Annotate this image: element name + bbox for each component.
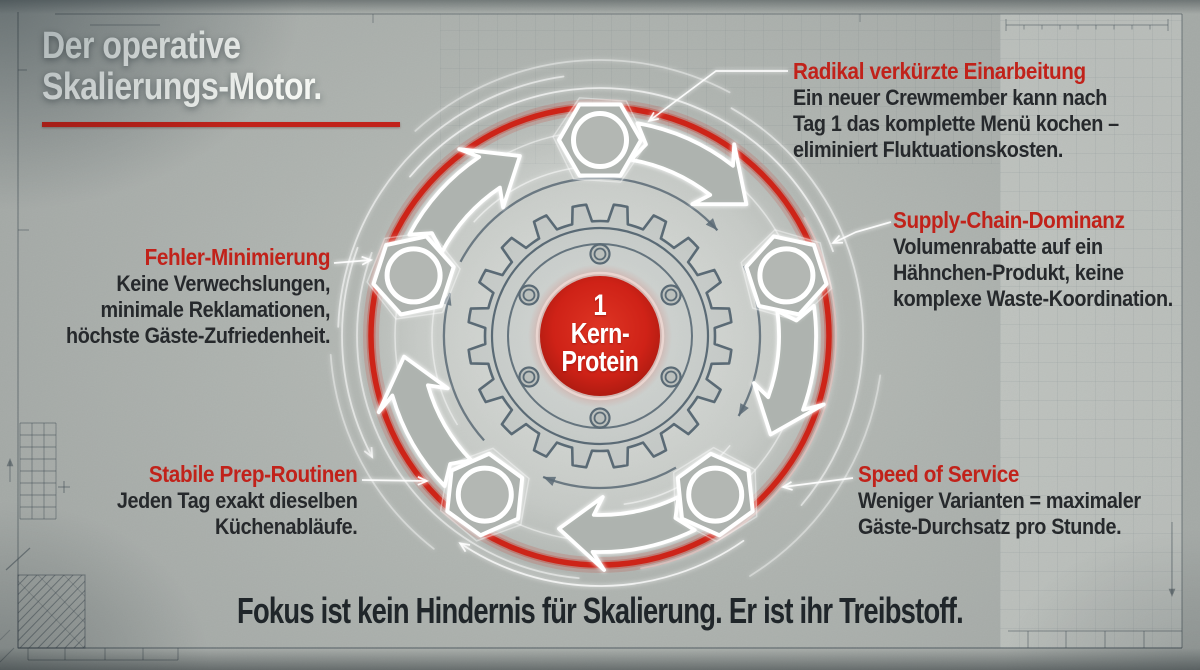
callout-line: komplexe Waste-Koordination. bbox=[893, 286, 1173, 311]
callout-heading: Speed of Service bbox=[858, 461, 1020, 487]
bottom-tagline: Fokus ist kein Hindernis für Skalierung.… bbox=[237, 590, 964, 631]
callout-line: Gäste-Durchsatz pro Stunde. bbox=[858, 514, 1122, 539]
callout-line: Jeden Tag exakt dieselben bbox=[116, 488, 357, 513]
title-underline bbox=[42, 122, 400, 127]
callout-speed-of-service: Speed of Service Weniger Varianten = max… bbox=[858, 460, 1141, 540]
callout-line: Hähnchen-Produkt, keine bbox=[893, 260, 1124, 285]
callout-fehler-minimierung: Fehler-Minimierung Keine Verwechslungen,… bbox=[66, 243, 330, 349]
callout-heading: Stabile Prep-Routinen bbox=[148, 461, 357, 487]
hub-number: 1 bbox=[593, 289, 607, 322]
hub-word-2: Protein bbox=[561, 346, 639, 378]
callout-line: Tag 1 das komplette Menü kochen – bbox=[793, 111, 1119, 136]
callout-line: Keine Verwechslungen, bbox=[116, 271, 330, 296]
callout-heading: Fehler-Minimierung bbox=[144, 244, 330, 270]
page-title: Der operative Skalierungs-Motor. bbox=[42, 26, 322, 108]
title-line-1: Der operative bbox=[42, 25, 241, 67]
callout-heading: Supply-Chain-Dominanz bbox=[893, 207, 1125, 233]
callout-supply-chain: Supply-Chain-Dominanz Volumenrabatte auf… bbox=[893, 206, 1173, 312]
core-protein-hub-label: 1 Kern- Protein bbox=[544, 289, 656, 378]
callout-prep-routinen: Stabile Prep-Routinen Jeden Tag exakt di… bbox=[116, 460, 357, 540]
callout-line: höchste Gäste-Zufriedenheit. bbox=[65, 323, 330, 348]
callout-line: Küchenabläufe. bbox=[214, 514, 357, 539]
callout-einarbeitung: Radikal verkürzte Einarbeitung Ein neuer… bbox=[793, 57, 1119, 163]
callout-line: Volumenrabatte auf ein bbox=[893, 234, 1103, 259]
title-line-2: Skalierungs-Motor. bbox=[42, 66, 322, 108]
callout-line: Weniger Varianten = maximaler bbox=[858, 488, 1141, 513]
callout-line: Ein neuer Crewmember kann nach bbox=[793, 85, 1108, 110]
callout-line: eliminiert Fluktuationskosten. bbox=[793, 137, 1063, 162]
hub-word-1: Kern- bbox=[570, 318, 630, 350]
callout-heading: Radikal verkürzte Einarbeitung bbox=[793, 58, 1086, 84]
callout-line: minimale Reklamationen, bbox=[100, 297, 330, 322]
